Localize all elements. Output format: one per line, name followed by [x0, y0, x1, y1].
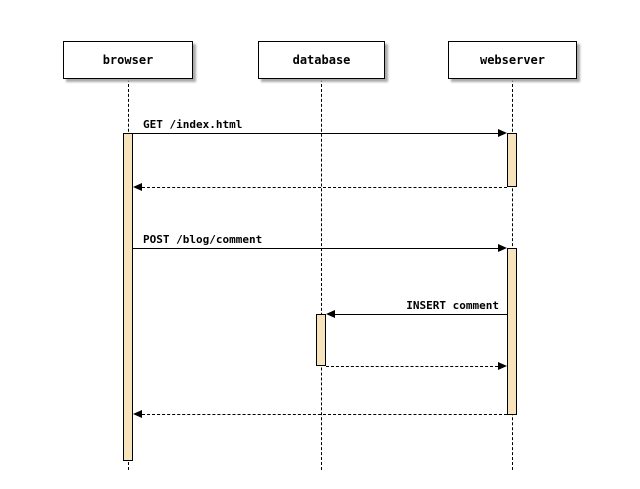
actor-box-database: database [258, 41, 385, 79]
arrowhead-right-icon [498, 362, 507, 370]
message-line [133, 133, 498, 134]
actor-label-webserver: webserver [479, 53, 546, 67]
activation-bar-webserver-2 [507, 248, 517, 415]
actor-box-browser: browser [63, 41, 193, 79]
lifeline-database [321, 79, 322, 470]
activation-bar-webserver-1 [507, 133, 517, 187]
message-label-insert-comment: INSERT comment [406, 299, 499, 312]
arrowhead-left-icon [133, 183, 142, 191]
activation-bar-database [316, 314, 326, 366]
actor-label-browser: browser [102, 53, 154, 67]
message-line [326, 366, 498, 367]
message-label-get-index: GET /index.html [143, 118, 243, 131]
arrowhead-right-icon [498, 244, 507, 252]
message-line [133, 248, 498, 249]
message-line [142, 414, 507, 415]
arrowhead-right-icon [498, 129, 507, 137]
message-line [335, 314, 507, 315]
actor-label-database: database [292, 53, 351, 67]
message-label-post-comment: POST /blog/comment [143, 233, 263, 246]
activation-bar-browser [123, 133, 133, 461]
arrowhead-left-icon [326, 310, 335, 318]
message-line [142, 187, 507, 188]
arrowhead-left-icon [133, 410, 142, 418]
actor-box-webserver: webserver [448, 41, 577, 79]
